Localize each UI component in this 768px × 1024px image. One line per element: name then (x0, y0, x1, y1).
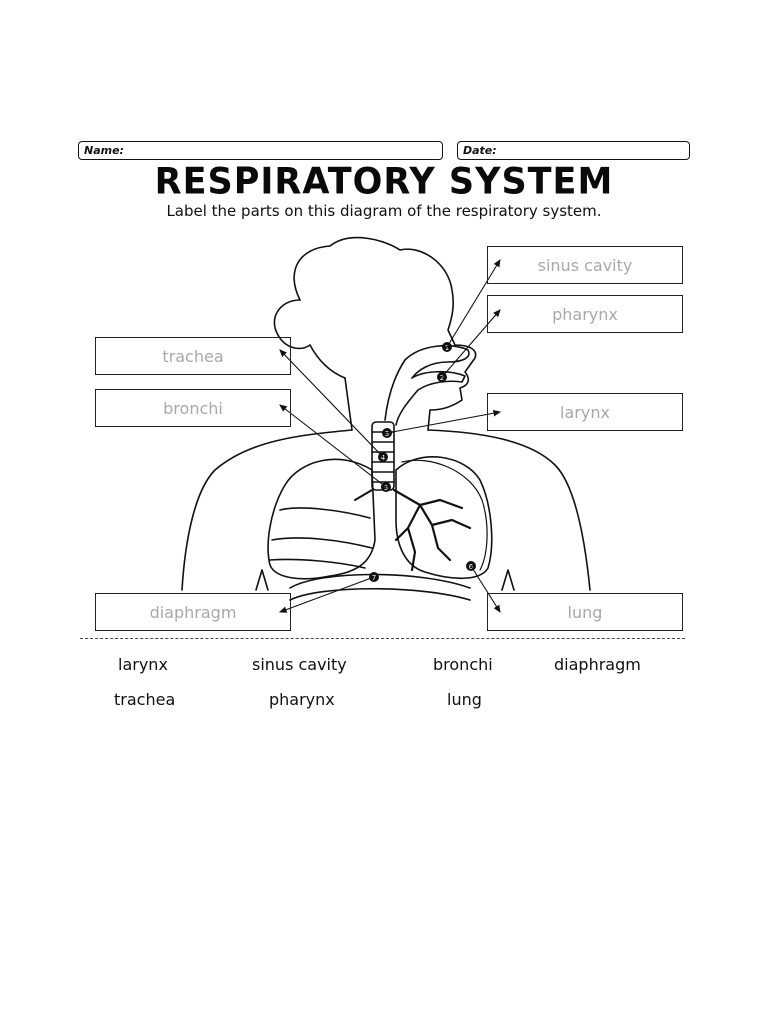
word-bank-item: trachea (114, 690, 176, 709)
arrow-sinus-cavity (446, 259, 501, 348)
head-outline (293, 236, 477, 411)
waist-right (501, 569, 515, 591)
label-box-pharynx[interactable]: pharynx (487, 295, 683, 333)
label-box-lung[interactable]: lung (487, 593, 683, 631)
marker-3: 3 (385, 430, 389, 438)
marker-5: 5 (384, 484, 388, 492)
arrow-bronchi (279, 404, 387, 488)
neck-right (427, 409, 431, 431)
arrow-diaphragm (278, 576, 375, 613)
word-bank-item: lung (447, 690, 482, 709)
right-lung (395, 456, 493, 580)
label-box-sinus-cavity[interactable]: sinus cavity (487, 246, 683, 284)
word-bank-item: pharynx (269, 690, 335, 709)
word-bank-item: diaphragm (554, 655, 641, 674)
label-lung: lung (567, 602, 603, 622)
torso-right (427, 429, 591, 591)
word-bank-item: bronchi (433, 655, 493, 674)
date-field[interactable]: Date: (457, 141, 690, 160)
name-label: Name: (84, 144, 124, 157)
diaphragm-line-lower (289, 587, 471, 601)
page-title: RESPIRATORY SYSTEM (154, 161, 614, 203)
label-box-larynx[interactable]: larynx (487, 393, 683, 431)
torso-left (181, 429, 353, 591)
arrow-larynx (386, 409, 502, 434)
name-field[interactable]: Name: (78, 141, 443, 160)
label-pharynx: pharynx (552, 304, 618, 324)
arrow-lung (470, 565, 501, 613)
hair-outline (273, 299, 346, 379)
date-label: Date: (463, 144, 497, 157)
label-box-bronchi[interactable]: bronchi (95, 389, 291, 427)
cut-line (80, 638, 685, 639)
marker-7: 7 (372, 574, 376, 582)
label-diaphragm: diaphragm (149, 602, 237, 622)
label-trachea: trachea (162, 346, 224, 366)
left-lung (267, 458, 376, 580)
word-bank-item: sinus cavity (252, 655, 347, 674)
marker-1: 1 (445, 344, 449, 352)
oral-passage (411, 370, 466, 391)
arrow-pharynx (441, 309, 501, 378)
instructions: Label the parts on this diagram of the r… (166, 202, 602, 220)
pharynx-left (384, 359, 406, 421)
label-bronchi: bronchi (163, 398, 223, 418)
nasal-passage (404, 344, 470, 379)
marker-4: 4 (381, 454, 386, 462)
marker-2: 2 (440, 374, 444, 382)
waist-left (255, 569, 269, 591)
label-sinus-cavity: sinus cavity (537, 255, 633, 275)
arrow-trachea (279, 349, 384, 458)
label-box-diaphragm[interactable]: diaphragm (95, 593, 291, 631)
label-larynx: larynx (560, 402, 610, 422)
neck-left (344, 377, 353, 431)
bronchial-tree (392, 488, 472, 572)
label-box-trachea[interactable]: trachea (95, 337, 291, 375)
pharynx-right (395, 389, 419, 426)
word-bank-item: larynx (118, 655, 168, 674)
